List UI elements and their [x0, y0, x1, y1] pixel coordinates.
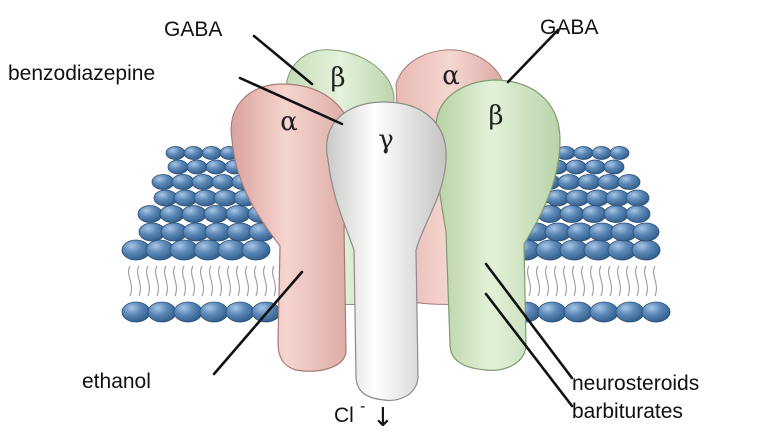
lipid-tail: [210, 266, 213, 296]
lipid-head-upper: [633, 223, 659, 241]
gaba-left-label: GABA: [164, 18, 222, 41]
lipid-head-upper: [184, 147, 203, 160]
lipid-head-lower: [564, 302, 592, 322]
lipid-head-upper: [582, 206, 606, 223]
lipid-head-upper: [172, 175, 194, 190]
subunit-label-front-gamma: γ: [378, 125, 394, 155]
lipid-head-upper: [166, 147, 185, 160]
lipid-tail: [564, 266, 567, 296]
lipid-tail: [582, 266, 585, 296]
neurosteroids-label: neurosteroids: [572, 372, 699, 395]
lipid-head-upper: [586, 190, 609, 206]
lipid-head-lower: [538, 302, 566, 322]
lipid-tail: [627, 266, 630, 296]
lipid-tail: [618, 266, 621, 296]
lipid-head-lower: [148, 302, 176, 322]
lipid-head-upper: [610, 147, 629, 160]
lipid-head-upper: [578, 175, 600, 190]
subunit-label-back-beta: β: [330, 63, 345, 93]
lipid-tail: [591, 266, 594, 296]
lipid-head-upper: [214, 190, 237, 206]
lipid-head-upper: [202, 147, 221, 160]
lipid-head-upper: [192, 175, 214, 190]
barbiturates-label: barbiturates: [572, 400, 683, 423]
lipid-head-upper: [618, 175, 640, 190]
lipid-head-upper: [566, 160, 586, 174]
lipid-head-upper: [604, 206, 628, 223]
lipid-head-upper: [560, 206, 584, 223]
lipid-head-upper: [182, 206, 206, 223]
lipid-head-upper: [592, 147, 611, 160]
lipid-head-upper: [152, 175, 174, 190]
lipid-tail: [636, 266, 639, 296]
lipid-tail: [654, 266, 657, 296]
lipid-head-lower: [616, 302, 644, 322]
gaba-right-label: GABA: [540, 16, 598, 39]
lipid-head-upper: [174, 190, 197, 206]
lipid-head-upper: [194, 190, 217, 206]
chloride-label: Cl: [334, 404, 354, 427]
lipid-tail: [129, 266, 132, 296]
lipid-head-upper: [604, 160, 624, 174]
lipid-tail: [609, 266, 612, 296]
lipid-head-upper: [138, 206, 162, 223]
lipid-tail: [600, 266, 603, 296]
lipid-tail: [138, 266, 141, 296]
lipid-head-upper: [558, 175, 580, 190]
lipid-tail: [264, 266, 267, 296]
lipid-head-upper: [154, 190, 177, 206]
lipid-tail: [183, 266, 186, 296]
lipid-head-upper: [212, 175, 234, 190]
lipid-head-upper: [566, 190, 589, 206]
lipid-head-upper: [632, 240, 660, 260]
lipid-tail: [192, 266, 195, 296]
lipid-head-upper: [206, 160, 226, 174]
chloride-charge: -: [360, 398, 365, 415]
lipid-tail: [537, 266, 540, 296]
lipid-head-upper: [626, 190, 649, 206]
lipid-tail: [546, 266, 549, 296]
lipid-head-upper: [598, 175, 620, 190]
lipid-tail: [156, 266, 159, 296]
lipid-tail: [528, 266, 531, 296]
lipid-head-upper: [585, 160, 605, 174]
lipid-head-upper: [574, 147, 593, 160]
subunit-label-back-alpha: α: [442, 61, 460, 91]
benzodiazepine-label: benzodiazepine: [8, 62, 155, 85]
lipid-head-lower: [590, 302, 618, 322]
lipid-tail: [228, 266, 231, 296]
lipid-head-upper: [606, 190, 629, 206]
lipid-tail: [219, 266, 222, 296]
lipid-tail: [255, 266, 258, 296]
lipid-head-upper: [226, 206, 250, 223]
lipid-head-lower: [174, 302, 202, 322]
lipid-tail: [147, 266, 150, 296]
subunit-label-front-beta: β: [488, 101, 503, 131]
lipid-head-upper: [160, 206, 184, 223]
lipid-tail: [237, 266, 240, 296]
lipid-tail: [555, 266, 558, 296]
subunit-label-front-alpha: α: [280, 107, 298, 137]
lipid-head-upper: [242, 240, 270, 260]
ethanol-label: ethanol: [82, 370, 151, 393]
lipid-tail: [201, 266, 204, 296]
lipid-head-upper: [168, 160, 188, 174]
lipid-head-lower: [200, 302, 228, 322]
lipid-head-upper: [187, 160, 207, 174]
lipid-tail: [246, 266, 249, 296]
lipid-head-upper: [204, 206, 228, 223]
lipid-tail: [174, 266, 177, 296]
lipid-tail: [573, 266, 576, 296]
lipid-head-lower: [642, 302, 670, 322]
lipid-tail: [273, 266, 276, 296]
lipid-tail: [645, 266, 648, 296]
lipid-head-lower: [226, 302, 254, 322]
lipid-head-lower: [122, 302, 150, 322]
chloride-arrow: ↓: [372, 403, 394, 430]
lipid-head-upper: [626, 206, 650, 223]
lipid-tail: [165, 266, 168, 296]
